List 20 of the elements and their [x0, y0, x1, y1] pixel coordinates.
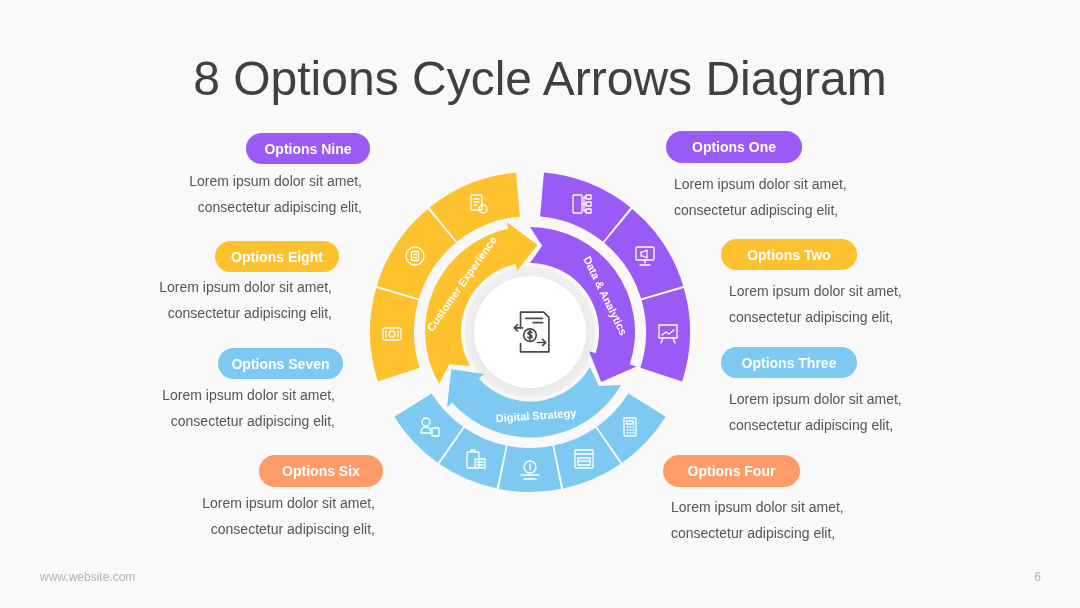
- band-label: Digital Strategy: [495, 406, 577, 426]
- option-description: Lorem ipsum dolor sit amet, consectetur adipiscing elit,: [729, 282, 903, 327]
- option-tag: Options Three: [721, 347, 857, 378]
- option-description: Lorem ipsum dolor sit amet, consectetur adipiscing elit,: [188, 172, 362, 217]
- option-description: Lorem ipsum dolor sit amet, consectetur adipiscing elit,: [158, 278, 332, 323]
- option-description: Lorem ipsum dolor sit amet, consectetur adipiscing elit,: [729, 390, 903, 435]
- option-tag: Options Two: [721, 239, 857, 270]
- option-tag: Options One: [666, 131, 802, 163]
- option-description: Lorem ipsum dolor sit amet, consectetur adipiscing elit,: [671, 498, 845, 543]
- option-description: Lorem ipsum dolor sit amet, consectetur adipiscing elit,: [674, 175, 848, 220]
- title: 8 Options Cycle Arrows Diagram: [193, 51, 887, 107]
- option-description: Lorem ipsum dolor sit amet, consectetur adipiscing elit,: [201, 494, 375, 539]
- option-tag: Options Six: [259, 455, 383, 487]
- option-tag: Options Four: [663, 455, 800, 487]
- option-tag: Options Seven: [218, 348, 343, 379]
- option-tag: Options Nine: [246, 133, 370, 164]
- page-number: 6: [1034, 570, 1041, 584]
- website-address: www.website.com: [40, 570, 136, 584]
- option-description: Lorem ipsum dolor sit amet, consectetur adipiscing elit,: [161, 386, 335, 431]
- option-tag: Options Eight: [215, 241, 339, 272]
